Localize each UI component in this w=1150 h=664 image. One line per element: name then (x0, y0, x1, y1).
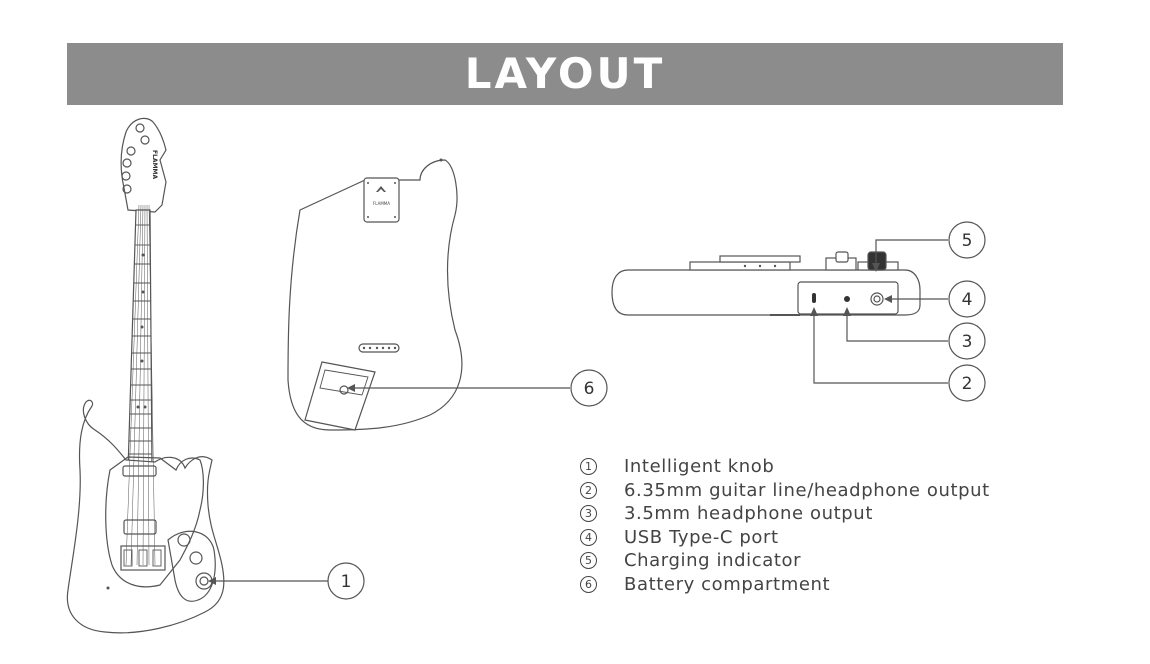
usb-c-port (812, 293, 816, 303)
legend-item: 4 USB Type-C port (580, 526, 990, 550)
legend-item: 2 6.35mm guitar line/headphone output (580, 479, 990, 503)
guitar-headstock (120, 117, 167, 213)
legend-item: 6 Battery compartment (580, 573, 990, 597)
callout-number: 5 (962, 231, 973, 251)
output-635mm-jack (870, 292, 884, 306)
tuning-pegs (121, 123, 150, 194)
legend-list: 1 Intelligent knob 2 6.35mm guitar line/… (580, 455, 990, 596)
neck-plate (363, 177, 400, 223)
callout-6: 6 (570, 369, 608, 407)
legend-label: Intelligent knob (624, 456, 775, 478)
callout-number: 3 (962, 332, 973, 352)
page-title: LAYOUT (464, 49, 666, 98)
control-knob-lower (189, 551, 203, 565)
fret-markers (136, 253, 147, 409)
legend-label: 3.5mm headphone output (624, 503, 873, 525)
legend-item: 5 Charging indicator (580, 549, 990, 573)
intelligent-knob-side (867, 251, 887, 271)
legend-item: 3 3.5mm headphone output (580, 502, 990, 526)
plate-brand: FLAMMA (373, 201, 390, 206)
legend-label: USB Type-C port (624, 526, 779, 548)
guitar-body-front (66, 399, 225, 634)
legend-label: 6.35mm guitar line/headphone output (624, 479, 990, 501)
legend-number: 2 (580, 481, 597, 499)
guitar-front-illustration: FLAMMA (66, 117, 225, 634)
callout-2: 2 (948, 364, 986, 402)
legend-number: 6 (580, 575, 597, 593)
legend-item: 1 Intelligent knob (580, 455, 990, 479)
legend-label: Charging indicator (624, 550, 802, 572)
callout-4: 4 (948, 280, 986, 318)
string-ferrules (358, 343, 400, 353)
headstock-brand: FLAMMA (151, 150, 158, 180)
bridge-pickup (123, 519, 157, 535)
callout-number: 2 (962, 374, 973, 394)
guitar-strings (125, 204, 156, 566)
neck-pickup (122, 465, 157, 477)
callout-number: 1 (341, 572, 352, 592)
callout-leaders (208, 239, 948, 585)
headphone-35mm-jack (844, 296, 850, 302)
legend-number: 5 (580, 552, 597, 570)
control-knob-upper (177, 533, 191, 547)
legend-label: Battery compartment (624, 573, 831, 595)
callout-number: 6 (584, 379, 595, 399)
callout-number: 4 (962, 290, 973, 310)
callout-1: 1 (327, 562, 365, 600)
title-banner: LAYOUT (67, 43, 1063, 105)
legend-number: 4 (580, 528, 597, 546)
side-view-illustration (611, 251, 921, 316)
legend-number: 3 (580, 505, 597, 523)
guitar-back-illustration: FLAMMA (287, 158, 463, 431)
callout-3: 3 (948, 322, 986, 360)
battery-screw (339, 385, 349, 395)
legend-number: 1 (580, 458, 597, 476)
callout-5: 5 (948, 221, 986, 259)
guitar-body-back (287, 159, 463, 431)
